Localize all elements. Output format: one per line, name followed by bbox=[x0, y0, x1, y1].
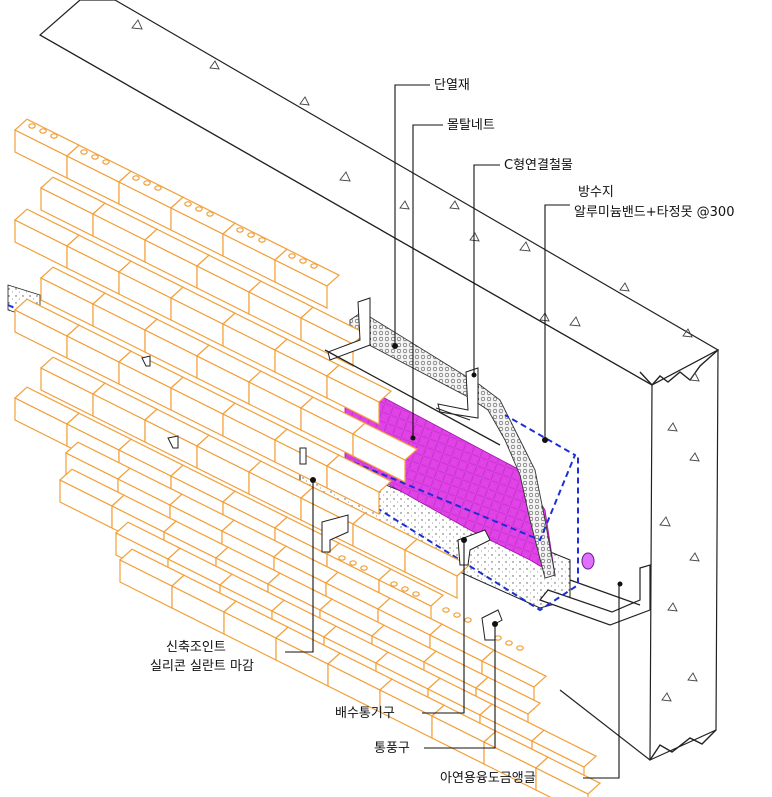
angle-anchor-dot bbox=[617, 581, 623, 587]
brick-hole bbox=[143, 180, 151, 186]
leader-vent bbox=[424, 624, 496, 749]
brick-hole bbox=[206, 211, 214, 217]
brick-veneer bbox=[13, 118, 602, 797]
brick-hole bbox=[401, 586, 409, 592]
brick-hole bbox=[338, 555, 346, 561]
brick-hole bbox=[28, 123, 36, 129]
label-waterproof-line2: 알루미늄밴드+타정못 @300 bbox=[574, 205, 734, 220]
c-tie-upper bbox=[327, 297, 371, 361]
label-vent: 통풍구 bbox=[374, 741, 410, 756]
brick-top-face bbox=[351, 422, 419, 461]
brick-hole bbox=[80, 149, 88, 155]
brick-hole bbox=[442, 607, 450, 613]
brick-hole bbox=[132, 175, 140, 181]
brick-hole bbox=[390, 581, 398, 587]
brick-hole bbox=[360, 565, 368, 571]
label-insulation: 단열재 bbox=[434, 78, 470, 93]
brick-hole bbox=[288, 253, 296, 259]
brick-hole bbox=[299, 258, 307, 264]
brick-hole bbox=[349, 560, 357, 566]
drain-fittings bbox=[141, 355, 595, 641]
brick-hole bbox=[154, 185, 162, 191]
brick-hole bbox=[464, 617, 472, 623]
leader-waterproof bbox=[544, 204, 570, 438]
label-waterproof-line1: 방수지 bbox=[578, 185, 614, 200]
leader-mortar-net bbox=[412, 124, 443, 438]
concrete-end-face bbox=[649, 348, 719, 761]
brick-top-face bbox=[325, 454, 393, 493]
brick-hole bbox=[310, 263, 318, 269]
brick-hole bbox=[494, 635, 502, 641]
leader-drain bbox=[422, 540, 465, 714]
brick-hole bbox=[516, 645, 524, 651]
brick-top-face bbox=[403, 538, 471, 577]
brick-hole bbox=[91, 154, 99, 160]
brick-hole bbox=[102, 159, 110, 165]
brick-top-face bbox=[325, 364, 393, 403]
leader-dots bbox=[310, 343, 548, 627]
brick-hole bbox=[258, 237, 266, 243]
brick-hole bbox=[39, 128, 47, 134]
brick-top-face bbox=[474, 676, 542, 715]
leader-insulation bbox=[394, 84, 430, 345]
label-joint-line2: 실리콘 실란트 마감 bbox=[150, 659, 254, 674]
leader-angle bbox=[583, 586, 620, 779]
brick-top-face bbox=[377, 568, 445, 607]
leader-joint bbox=[285, 480, 314, 653]
drain-outlet-accent bbox=[581, 552, 595, 570]
label-joint-line1: 신축조인트 bbox=[166, 640, 226, 655]
label-mortar-net: 몰탈네트 bbox=[447, 118, 495, 133]
brick-hole bbox=[453, 612, 461, 618]
label-c-tie: C형연결철물 bbox=[504, 158, 573, 173]
leader-c-tie bbox=[473, 164, 500, 375]
brick-hole bbox=[236, 227, 244, 233]
c-tie-lower bbox=[437, 367, 479, 419]
brick-top-face bbox=[480, 649, 548, 688]
leader-lines bbox=[285, 84, 620, 779]
label-angle: 아연용융도금앵글 bbox=[440, 771, 536, 786]
concrete-wall bbox=[38, 0, 720, 761]
brick-top-face bbox=[534, 756, 602, 795]
galvanized-angle bbox=[539, 564, 651, 626]
weep-fitting-1 bbox=[321, 514, 349, 553]
brick-hole bbox=[195, 206, 203, 212]
concrete-aggregate bbox=[131, 19, 700, 702]
brick-top-face bbox=[530, 729, 598, 768]
brick-hole bbox=[505, 640, 513, 646]
labels: 단열재 몰탈네트 C형연결철물 방수지 알루미늄밴드+타정못 @300 신축조인… bbox=[150, 78, 734, 786]
label-drain: 배수통기구 bbox=[335, 706, 395, 721]
brick-hole bbox=[50, 133, 58, 139]
brick-hole bbox=[247, 232, 255, 238]
brick-hole bbox=[184, 201, 192, 207]
brick-hole bbox=[412, 591, 420, 597]
